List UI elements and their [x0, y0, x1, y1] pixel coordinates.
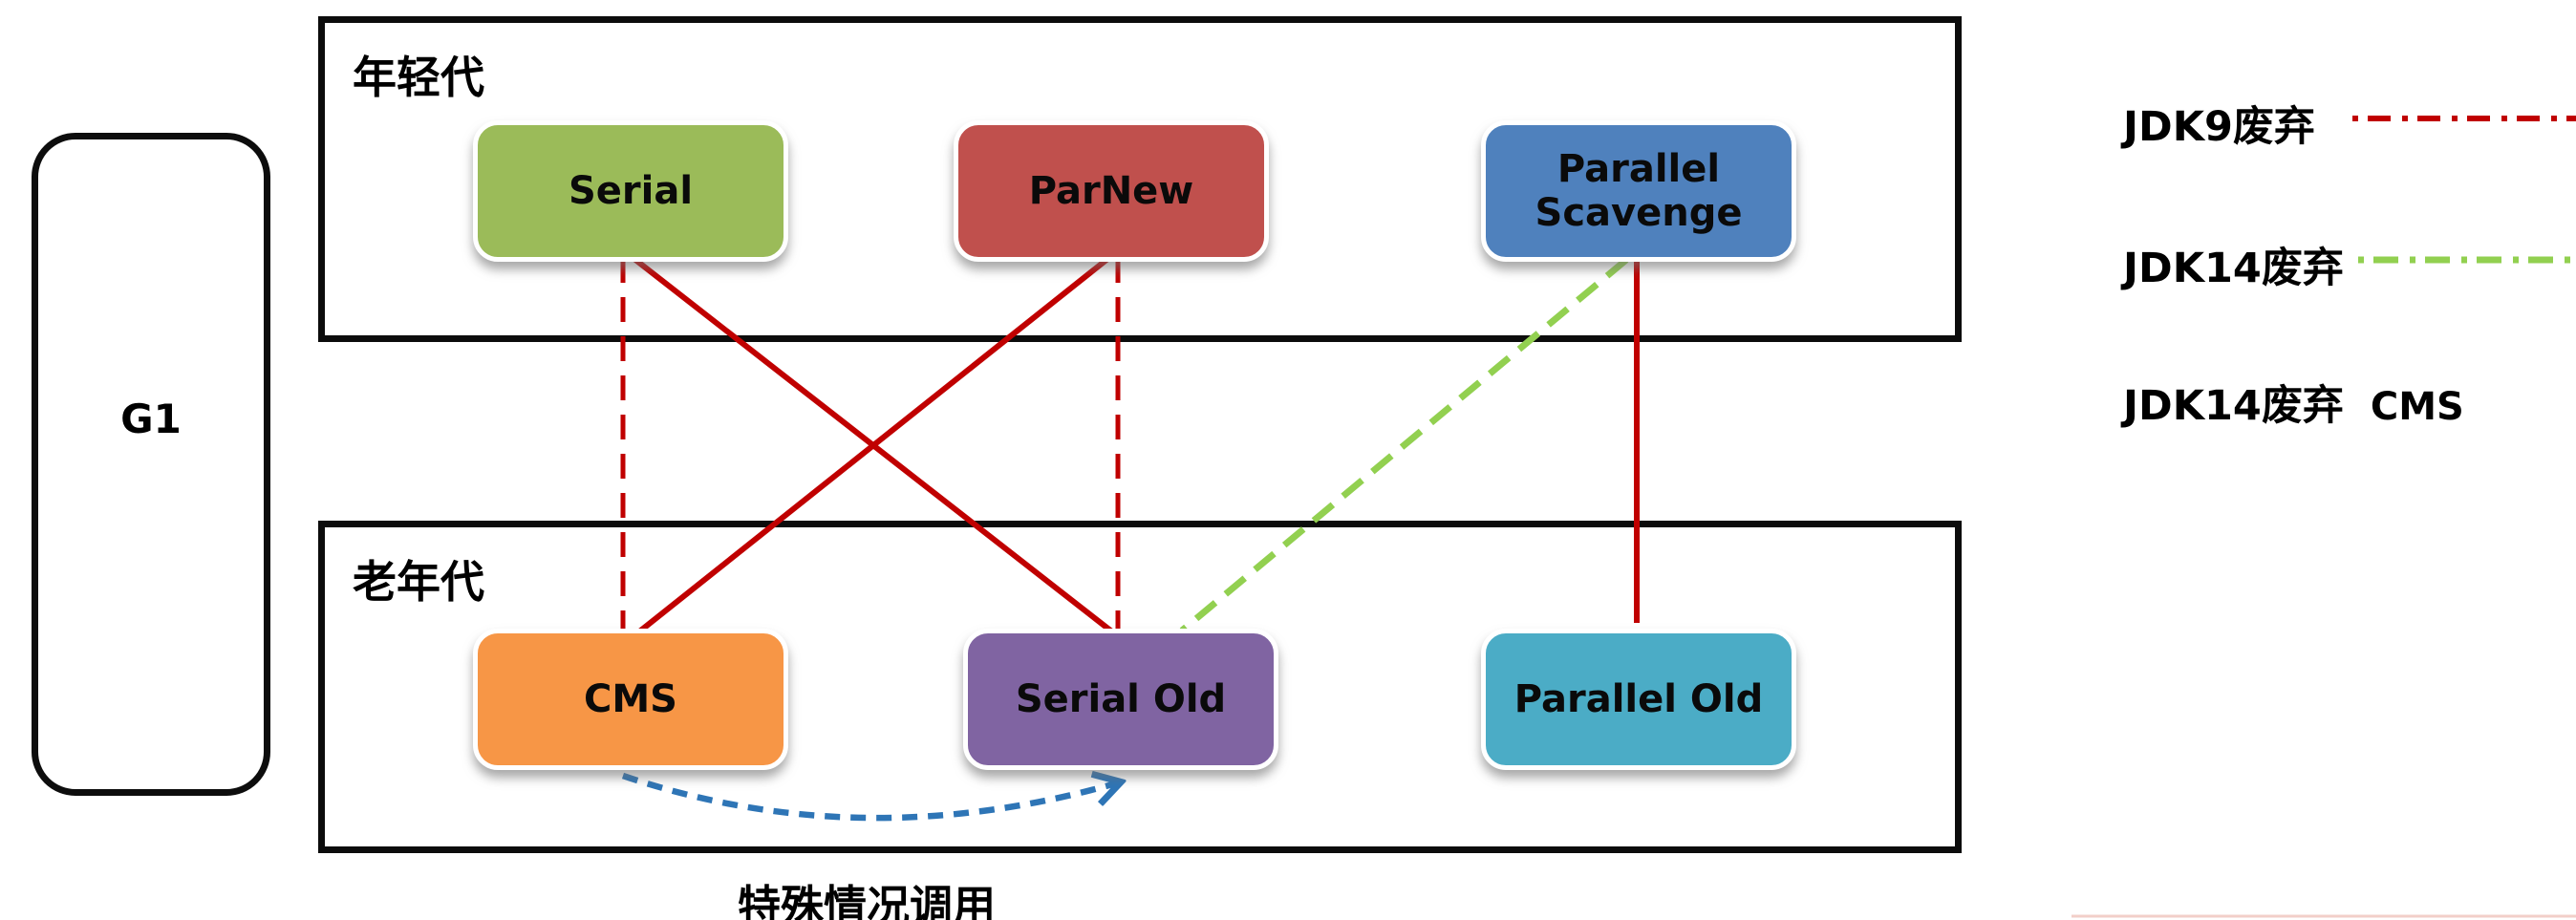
collector-serial: Serial	[473, 120, 788, 262]
legend-item-jdk9-label: JDK9废弃	[2123, 103, 2315, 151]
legend-item-jdk14-cms-label: JDK14废弃	[2123, 382, 2344, 430]
g1-box: G1	[32, 133, 270, 796]
edge-parallelscavenge-to-serialold-dashed	[1179, 257, 1629, 633]
collector-parallel-old-label: Parallel Old	[1513, 677, 1764, 721]
edge-cms-to-serialold-special-arrow	[621, 776, 1116, 822]
old-generation-region: 老年代	[318, 521, 1962, 853]
legend-item-cms-suffix: CMS	[2370, 385, 2464, 429]
legend-item-jdk14-label: JDK14废弃	[2123, 245, 2344, 292]
legend-item-jdk14-cms: JDK14废弃 CMS	[2123, 373, 2464, 432]
collector-parallel-scavenge: Parallel Scavenge	[1481, 120, 1796, 262]
collector-cms: CMS	[473, 629, 788, 770]
collector-cms-label: CMS	[584, 677, 677, 721]
young-generation-region: 年轻代	[318, 16, 1962, 342]
collector-serial-old: Serial Old	[963, 629, 1278, 770]
legend-item-jdk14: JDK14废弃	[2123, 235, 2344, 294]
g1-label: G1	[120, 395, 182, 442]
young-generation-label: 年轻代	[353, 52, 484, 103]
legend-item-jdk9: JDK9废弃	[2123, 94, 2315, 153]
edge-parnew-to-cms	[632, 253, 1113, 639]
special-case-caption: 特殊情况调用	[738, 881, 997, 920]
collector-serial-label: Serial	[568, 169, 694, 213]
collector-serial-old-label: Serial Old	[1015, 677, 1227, 721]
collector-parallel-scavenge-label: Parallel Scavenge	[1535, 147, 1743, 235]
collector-parnew: ParNew	[954, 120, 1269, 262]
collector-parnew-label: ParNew	[1028, 169, 1194, 213]
old-generation-label: 老年代	[353, 556, 484, 608]
collector-parallel-old: Parallel Old	[1481, 629, 1796, 770]
